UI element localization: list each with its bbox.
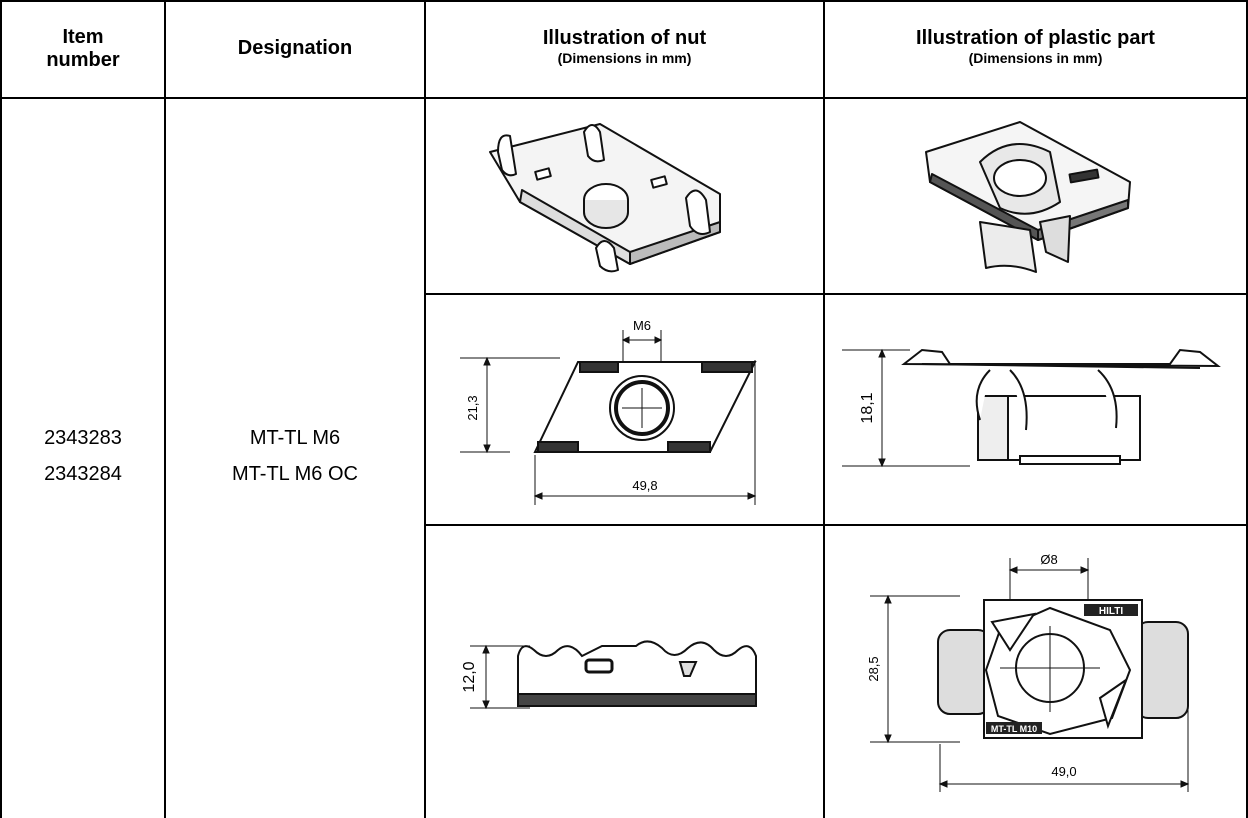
plastic-brand-mark: HILTI [1099,606,1123,617]
header-designation: Designation [166,37,424,60]
nut-top-view-drawing: M6 21,3 49,8 [460,318,757,505]
table-border-left [0,0,2,818]
header-item-number-line1: Item [62,26,104,48]
plastic-top-view-drawing: HILTI MT-TL M10 Ø8 28,5 49,0 [866,552,1190,792]
header-plastic-title: Illustration of plastic part [916,27,1155,49]
item-number-cell: 2343283 2343284 [2,420,164,492]
header-nut-title: Illustration of nut [542,27,707,49]
header-item-number-line2: number [46,49,120,71]
header-item-number: Item number [2,26,164,72]
item-number-2: 2343284 [44,463,122,485]
designation-1: MT-TL M6 [249,427,341,449]
header-plastic-sub: (Dimensions in mm) [968,50,1103,66]
header-nut-sub: (Dimensions in mm) [557,50,692,66]
nut-isometric-illustration [489,123,721,273]
dim-nut-height: 21,3 [465,395,480,420]
plastic-isometric-illustration [925,121,1131,273]
nut-side-view-drawing: 12,0 [461,640,757,710]
designation-cell: MT-TL M6 MT-TL M6 OC [166,420,424,492]
plastic-side-view-drawing: 18,1 [842,348,1221,468]
header-nut: Illustration of nut (Dimensions in mm) [426,27,823,67]
dim-plastic-top-length: 49,0 [1051,764,1076,779]
table-border-top [0,0,1248,2]
header-designation-label: Designation [237,37,353,59]
designation-2: MT-TL M6 OC [232,463,358,485]
dim-plastic-top-height: 28,5 [866,656,881,681]
col-divider-2 [424,0,426,818]
header-divider [0,97,1248,99]
header-plastic: Illustration of plastic part (Dimensions… [825,27,1246,67]
dim-nut-side-height: 12,0 [461,661,478,692]
row-divider-2 [424,524,1248,526]
table-border-right [1246,0,1248,818]
row-divider-1 [424,293,1248,295]
col-divider-1 [164,0,166,818]
dim-plastic-diameter: Ø8 [1040,552,1057,567]
col-divider-3 [823,0,825,818]
dim-nut-length: 49,8 [632,478,657,493]
item-number-1: 2343283 [44,427,122,449]
dim-nut-m6: M6 [633,318,651,333]
plastic-label-mark: MT-TL M10 [991,724,1037,734]
dim-plastic-height: 18,1 [859,392,876,423]
